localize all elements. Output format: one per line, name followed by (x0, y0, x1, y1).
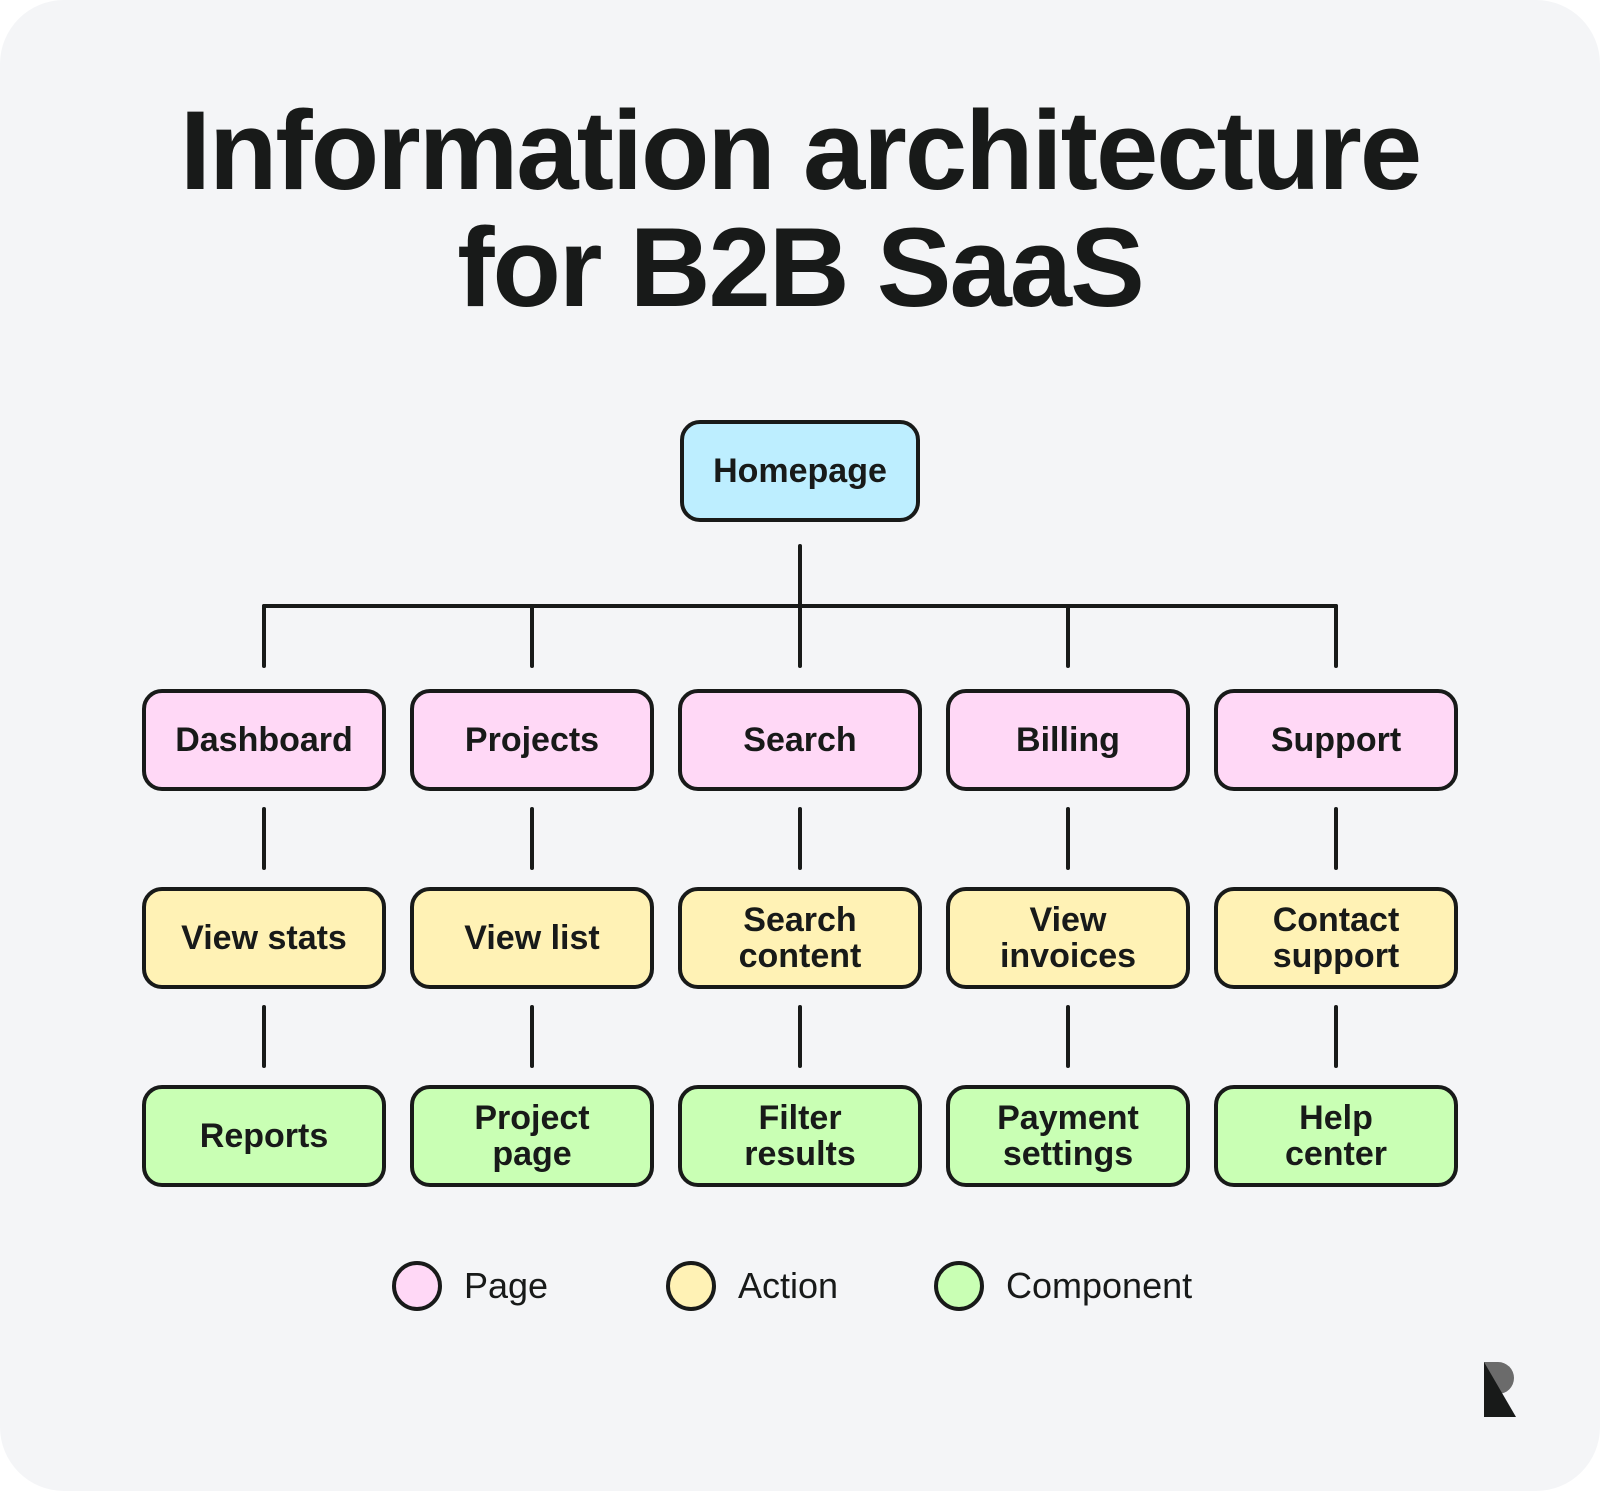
root-node-homepage[interactable]: Homepage (680, 420, 920, 522)
legend-label: Action (738, 1265, 839, 1306)
page-node-billing[interactable]: Billing (946, 689, 1190, 791)
title-line-2: for B2B SaaS (457, 205, 1145, 330)
legend-item-action: Action (666, 1258, 838, 1314)
title-line-1: Information architecture (179, 88, 1422, 213)
page-node-dashboard[interactable]: Dashboard (142, 689, 386, 791)
node-label: Support (1270, 721, 1402, 759)
brand-logo-icon (1484, 1362, 1516, 1417)
node-label: View list (464, 919, 600, 957)
action-node-view-stats[interactable]: View stats (142, 887, 386, 989)
node-label: Homepage (713, 452, 887, 490)
page-node-search[interactable]: Search (678, 689, 922, 791)
page-title: Information architecture for B2B SaaS (0, 92, 1600, 326)
page-node-projects[interactable]: Projects (410, 689, 654, 791)
component-swatch-icon (934, 1261, 984, 1311)
node-label: Search (743, 721, 857, 759)
node-label: View stats (181, 919, 347, 957)
node-label: Billing (1016, 721, 1120, 759)
action-node-view-list[interactable]: View list (410, 887, 654, 989)
legend-item-component: Component (934, 1258, 1192, 1314)
action-swatch-icon (666, 1261, 716, 1311)
node-label: Dashboard (175, 721, 353, 759)
legend-label: Component (1006, 1265, 1193, 1306)
node-label: Reports (199, 1117, 329, 1155)
legend-label: Page (464, 1265, 549, 1306)
legend-item-page: Page (392, 1258, 548, 1314)
page-swatch-icon (392, 1261, 442, 1311)
node-label: Projects (464, 721, 600, 759)
page-node-support[interactable]: Support (1214, 689, 1458, 791)
component-node-reports[interactable]: Reports (142, 1085, 386, 1187)
